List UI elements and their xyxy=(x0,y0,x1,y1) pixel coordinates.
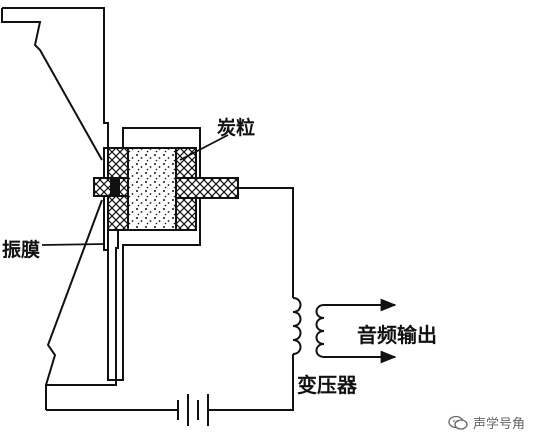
diaphragm-cone-line xyxy=(45,199,103,386)
circuit-return-wire xyxy=(213,354,294,411)
circuit-wire xyxy=(238,187,294,298)
transformer-label: 变压器 xyxy=(297,373,357,397)
diaphragm-label-leader xyxy=(41,243,106,246)
carbon-granules-label: 炭粒 xyxy=(217,117,256,139)
diaphragm-contact xyxy=(110,178,120,196)
microphone-casing-outline xyxy=(2,7,201,410)
watermark-text: 声学号角 xyxy=(473,417,526,432)
carbon-label-leader xyxy=(179,134,229,161)
audio-output-label: 音频输出 xyxy=(357,323,437,347)
wechat-icon xyxy=(448,415,468,430)
watermark: 声学号角 xyxy=(448,413,525,432)
carbon-granules-chamber xyxy=(127,147,177,231)
casing-top-edge xyxy=(1,8,103,161)
right-electrode xyxy=(175,177,239,199)
transformer-secondary-coil xyxy=(315,304,325,358)
transformer-primary-coil xyxy=(292,297,302,355)
battery-symbol xyxy=(177,394,213,426)
diaphragm-label: 振膜 xyxy=(2,239,41,261)
